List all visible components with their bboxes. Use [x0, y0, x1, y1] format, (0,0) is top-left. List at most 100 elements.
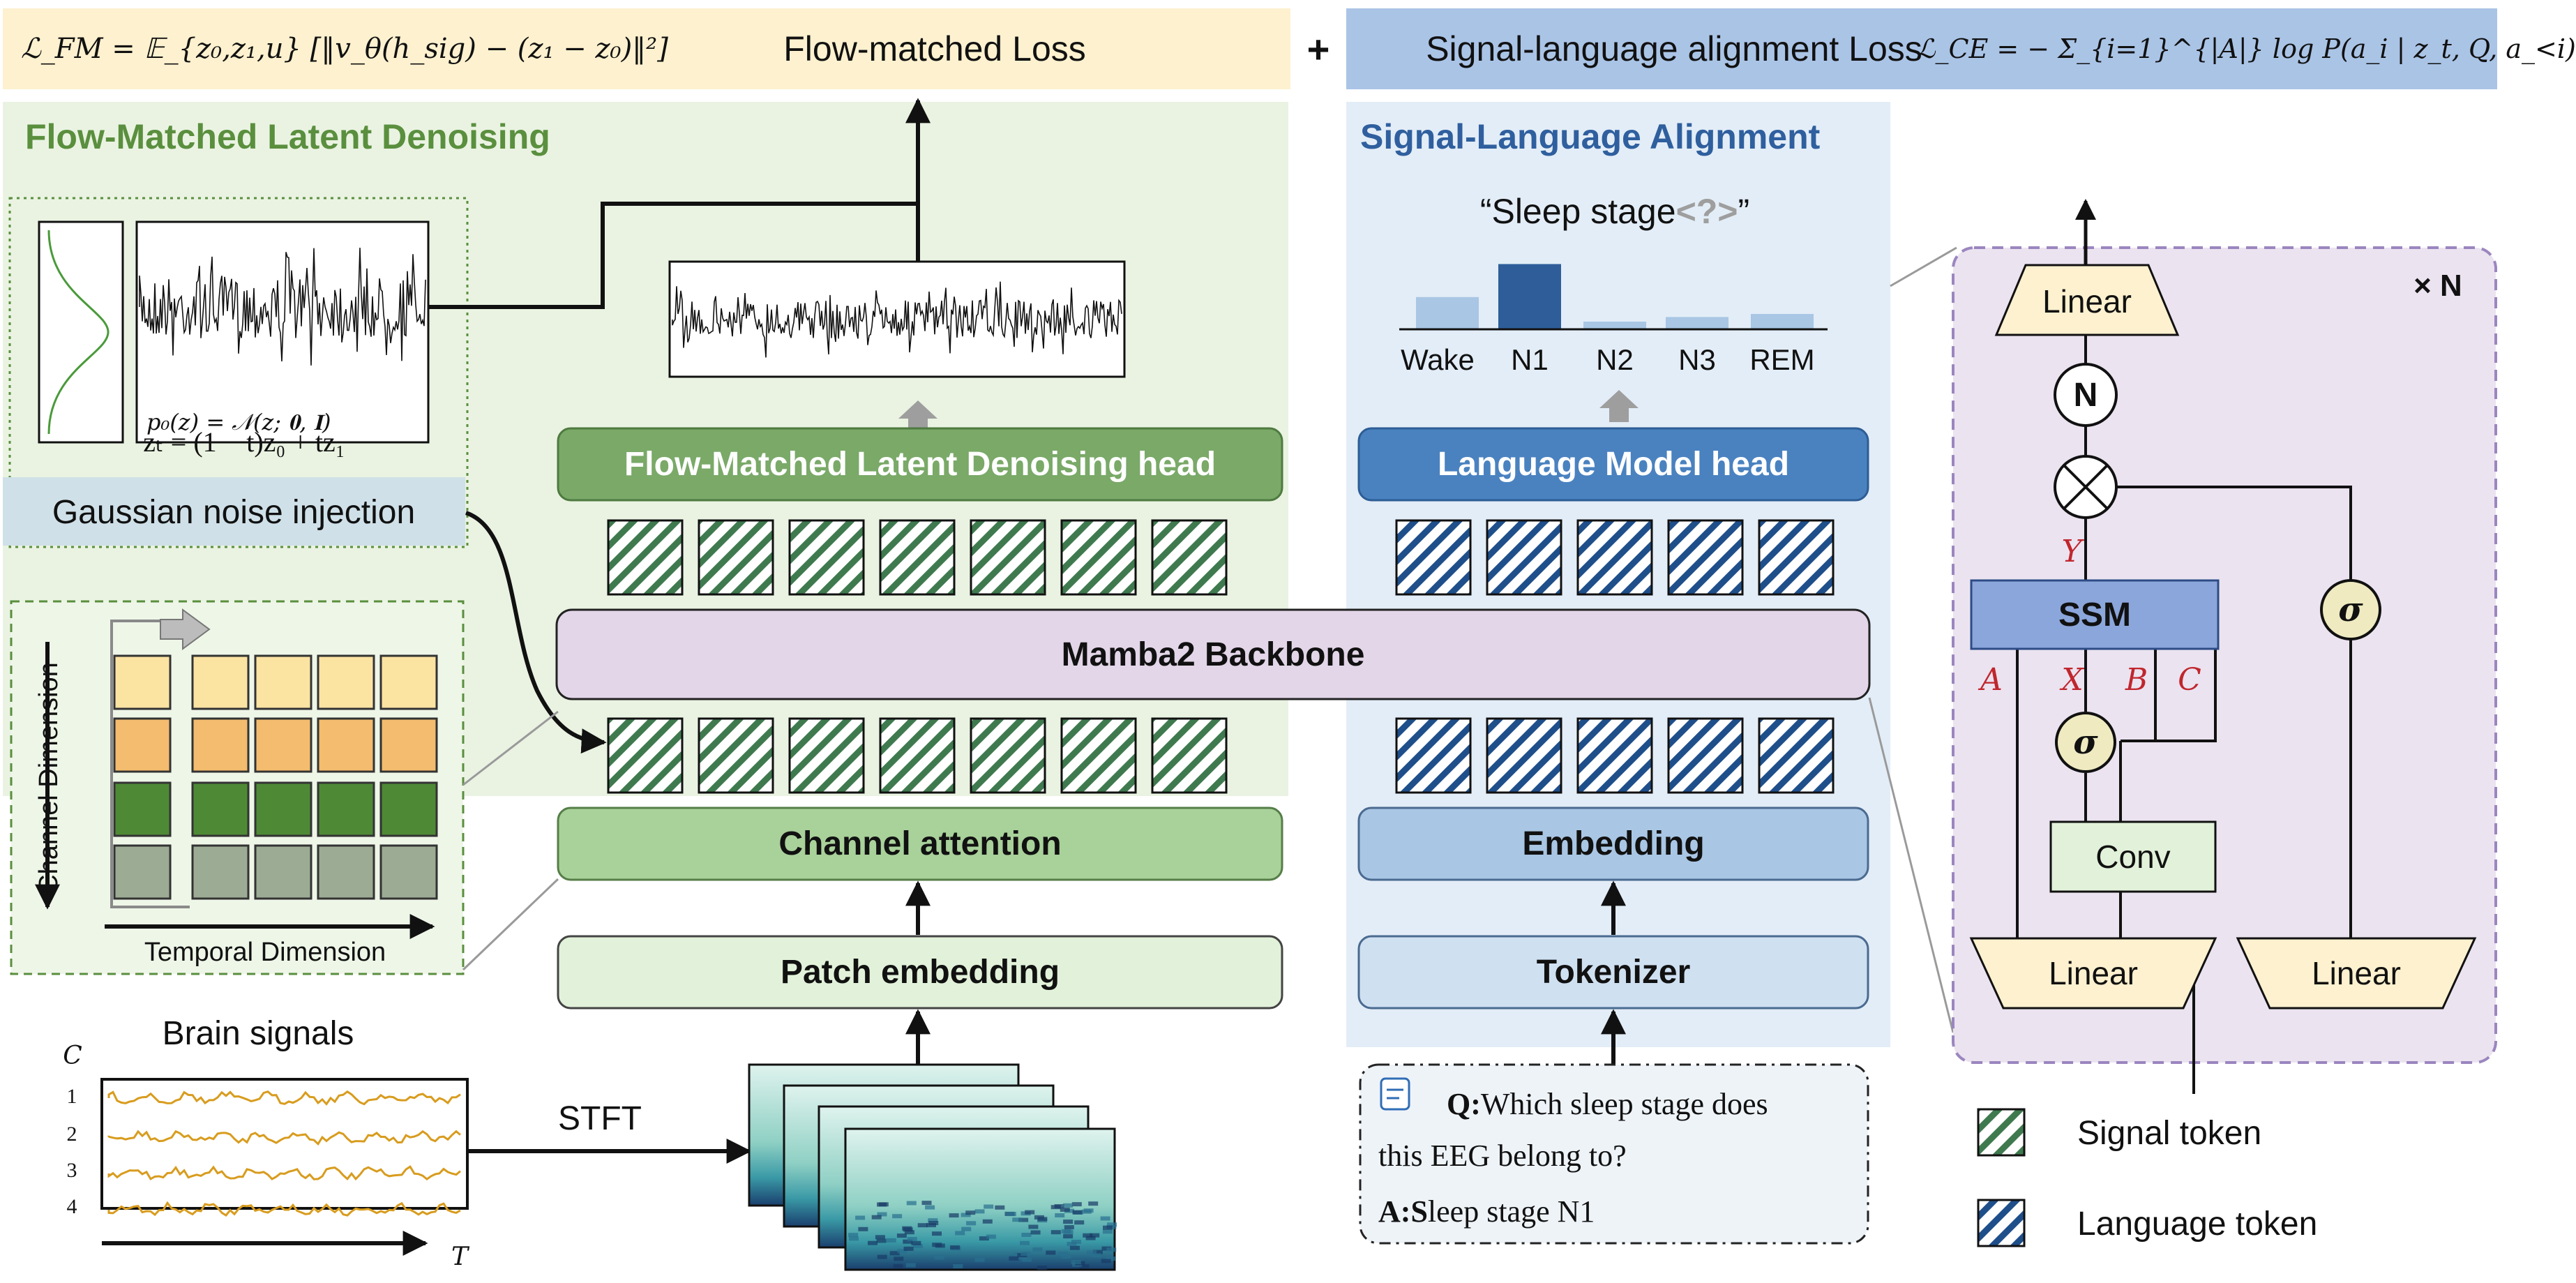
- fm-loss-label: Flow-matched Loss: [783, 29, 1086, 68]
- linear-bottom-right-shape: [2236, 937, 2477, 1010]
- diagram-canvas: [3, 8, 2497, 1271]
- spec-texture-16: [892, 1214, 903, 1219]
- spec-texture-95: [984, 1204, 994, 1209]
- signal-token-top-3: [788, 519, 865, 596]
- grid-cell-r2-c2: [191, 717, 250, 773]
- grid-cell-r2-c3: [254, 717, 312, 773]
- channel-1-label: 1: [66, 1085, 77, 1108]
- spec-texture-79: [877, 1254, 887, 1259]
- a-bold: S: [1410, 1194, 1428, 1229]
- stft-label: STFT: [558, 1100, 642, 1137]
- spec-texture-14: [889, 1251, 900, 1256]
- linear-top-label: Linear: [2042, 283, 2132, 320]
- spec-texture-4: [1032, 1247, 1043, 1252]
- embedding-label: Embedding: [1522, 825, 1705, 862]
- spec-texture-117: [961, 1226, 972, 1231]
- c-label: C: [2178, 661, 2201, 698]
- grid-cell-r2-c5: [379, 717, 438, 773]
- signal-token-top-4: [879, 519, 956, 596]
- spec-texture-27: [1017, 1255, 1027, 1260]
- spec-texture-85: [1028, 1224, 1039, 1229]
- lm-up-arrow: [1599, 390, 1639, 422]
- conv-label: Conv: [2095, 839, 2171, 875]
- grid-cell-r4-c4: [317, 844, 375, 900]
- spec-texture-80: [966, 1221, 977, 1226]
- zt-formula: zₜ = (1 − t)z₀ + tz₁: [143, 426, 345, 458]
- spec-texture-26: [1069, 1245, 1080, 1250]
- grid-cell-r1-c1: [113, 654, 172, 710]
- block-connector-top: [1890, 246, 1957, 287]
- a-text: leep stage N1: [1427, 1194, 1595, 1229]
- bar-label-n1: N1: [1511, 343, 1549, 376]
- grid-bracket: [110, 628, 190, 908]
- legend-signal-label: Signal token: [2077, 1114, 2262, 1152]
- temporal-axis-label: Temporal Dimension: [144, 937, 386, 967]
- language-token-bottom-5: [1758, 717, 1835, 794]
- spec-texture-45: [1054, 1204, 1064, 1208]
- spec-texture-34: [1107, 1222, 1117, 1227]
- spec-texture-75: [907, 1237, 917, 1242]
- spec-texture-30: [925, 1205, 935, 1210]
- brain-wave-4: [107, 1201, 461, 1217]
- injection-bar: [3, 477, 465, 546]
- spec-texture-18: [903, 1227, 913, 1232]
- language-token-top-4: [1667, 519, 1744, 596]
- channel-attention-label: Channel attention: [778, 825, 1062, 862]
- channel-4-label: 4: [66, 1195, 77, 1218]
- spec-texture-21: [903, 1239, 913, 1244]
- noise-trace: [139, 248, 426, 366]
- spec-texture-51: [905, 1263, 916, 1268]
- prompt-mask: <?>: [1675, 192, 1738, 231]
- spec-texture-20: [928, 1218, 938, 1223]
- spec-texture-10: [912, 1243, 923, 1248]
- spec-texture-108: [1037, 1266, 1047, 1270]
- language-token-bottom-4: [1667, 717, 1744, 794]
- signal-token-top-7: [1151, 519, 1228, 596]
- architecture-diagram: ℒ_FM = 𝔼_{z₀,z₁,u} [‖v_θ(h_sig) − (z₁ − …: [3, 8, 2576, 1271]
- backbone-label: Mamba2 Backbone: [1061, 636, 1365, 673]
- prompt-prefix: “Sleep stage: [1479, 192, 1676, 231]
- grid-cell-r1-c4: [317, 654, 375, 710]
- a-label: A: [1980, 661, 2003, 698]
- spec-texture-60: [1006, 1212, 1016, 1217]
- bar-label-wake: Wake: [1401, 343, 1475, 376]
- spec-texture-110: [1074, 1220, 1085, 1225]
- spec-texture-54: [986, 1234, 996, 1239]
- x-label: X: [2061, 661, 2084, 698]
- grid-connector-2: [462, 878, 559, 971]
- spectrogram-4: [844, 1127, 1116, 1271]
- spec-texture-46: [1106, 1256, 1116, 1261]
- noise-box: [8, 197, 469, 548]
- signal-token-bottom-6: [1060, 717, 1137, 794]
- spec-texture-69: [932, 1231, 942, 1236]
- signal-token-bottom-2: [698, 717, 774, 794]
- grid-cell-r2-c4: [317, 717, 375, 773]
- lm-head-label: Language Model head: [1437, 446, 1790, 483]
- spec-texture-77: [1090, 1233, 1100, 1238]
- backbone-box: [555, 608, 1871, 700]
- spec-texture-32: [974, 1257, 985, 1262]
- grid-cell-r3-c3: [254, 781, 312, 837]
- grid-cell-r3-c4: [317, 781, 375, 837]
- channel-3-label: 3: [66, 1159, 77, 1182]
- norm-circle: [2054, 363, 2118, 427]
- right-section-title: Signal-Language Alignment: [1360, 117, 1821, 156]
- repeat-label: × N: [2413, 269, 2462, 303]
- prompt-text: “Sleep stage <?>”: [1360, 187, 1869, 236]
- grid-cell-r1-c3: [254, 654, 312, 710]
- language-token-top-3: [1576, 519, 1653, 596]
- brain-wave-3: [107, 1165, 461, 1181]
- gaussian-curve: [47, 230, 110, 435]
- ssm-label: SSM: [2058, 596, 2131, 633]
- denoised-waveform: [672, 281, 1122, 358]
- spec-texture-114: [1071, 1259, 1081, 1264]
- spec-texture-22: [1058, 1251, 1069, 1256]
- qa-question-line1: Q: Which sleep stage does: [1447, 1083, 1865, 1125]
- grid-cell-r4-c2: [191, 844, 250, 900]
- a-prefix: A:: [1378, 1194, 1411, 1229]
- spec-texture-70: [1009, 1256, 1019, 1261]
- ce-loss-formula: ℒ_CE = − Σ_{i=1}^{|A|} log P(a_i | z_t, …: [1916, 33, 2576, 64]
- spec-texture-43: [1063, 1220, 1074, 1224]
- grid-bracket-top: [110, 620, 183, 628]
